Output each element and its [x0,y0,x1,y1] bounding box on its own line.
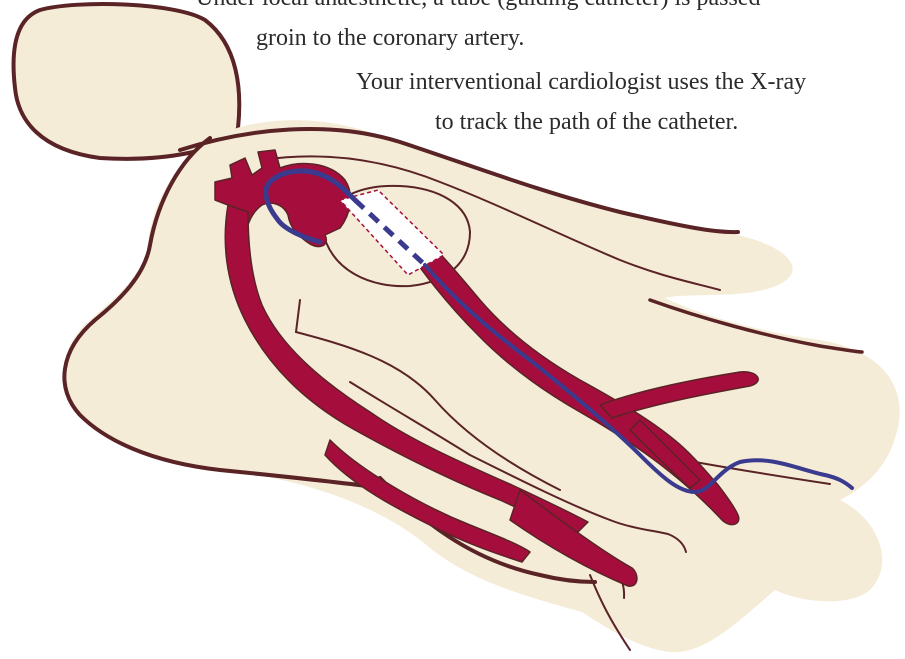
caption-line-2: groin to the coronary artery. [256,26,524,50]
caption-line-4: to track the path of the catheter. [435,110,738,134]
caption-line-1: Under local anaesthetic, a tube (guiding… [196,0,905,10]
caption-line-3: Your interventional cardiologist uses th… [356,70,806,94]
head-shape [14,4,240,159]
